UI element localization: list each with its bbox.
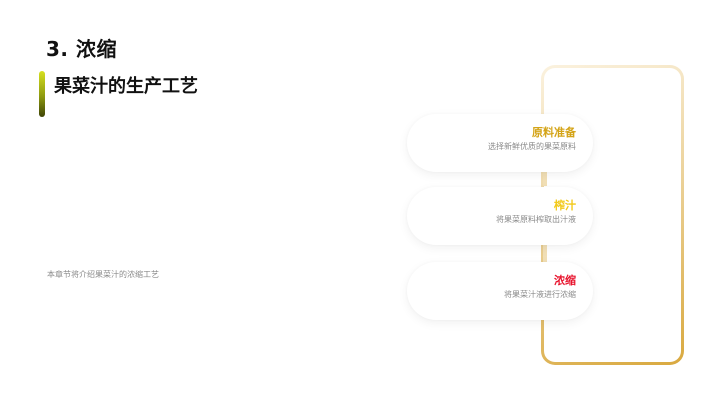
step-title: 原料准备 xyxy=(532,126,576,139)
step-description: 将果菜汁液进行浓缩 xyxy=(504,290,576,299)
intro-text: 本章节将介绍果菜汁的浓缩工艺 xyxy=(47,270,159,279)
step-card-raw-material: 原料准备 选择新鲜优质的果菜原料 xyxy=(407,114,593,172)
step-description: 选择新鲜优质的果菜原料 xyxy=(488,142,576,151)
step-title: 浓缩 xyxy=(554,274,576,287)
step-title: 榨汁 xyxy=(554,199,576,212)
connector xyxy=(543,172,547,186)
accent-bar xyxy=(39,71,45,117)
section-title: 3. 浓缩 xyxy=(46,37,117,61)
step-card-concentration: 浓缩 将果菜汁液进行浓缩 xyxy=(407,262,593,320)
subtitle: 果菜汁的生产工艺 xyxy=(54,76,198,97)
step-description: 将果菜原料榨取出汁液 xyxy=(496,215,576,224)
step-card-juicing: 榨汁 将果菜原料榨取出汁液 xyxy=(407,187,593,245)
connector xyxy=(543,245,547,263)
